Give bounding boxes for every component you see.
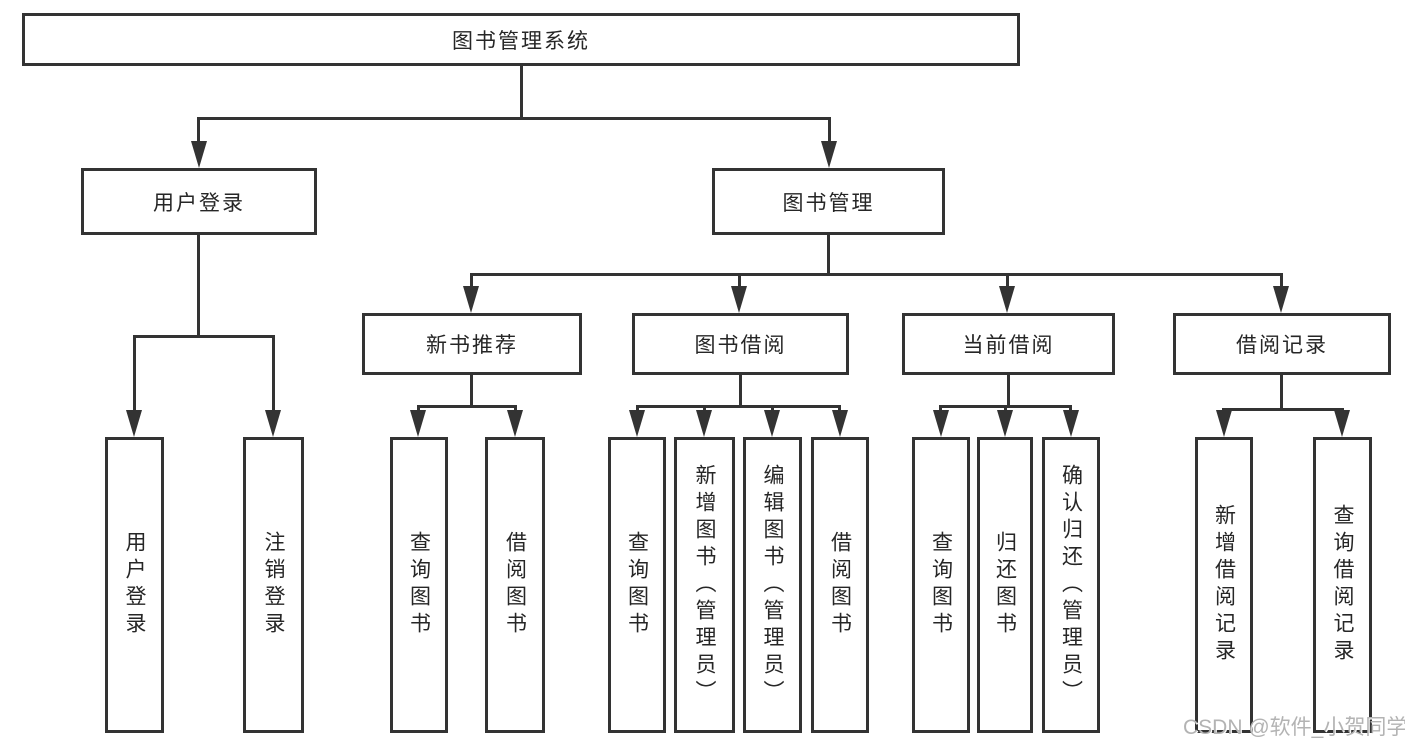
leaf-borrow-books-recommend: 借阅图书	[485, 437, 545, 733]
connector-line	[1222, 408, 1344, 411]
connector-line	[636, 405, 639, 413]
connector-line	[636, 405, 841, 408]
arrowhead-down-icon	[999, 286, 1015, 313]
connector-line	[197, 117, 831, 120]
leaf-confirm-return-admin-label: 确认归还（管理员）	[1059, 463, 1083, 707]
leaf-add-books-admin: 新增图书（管理员）	[674, 437, 735, 733]
connector-line	[738, 273, 741, 289]
arrowhead-down-icon	[265, 410, 281, 437]
connector-line	[470, 273, 473, 289]
leaf-search-borrow-record-label: 查询借阅记录	[1331, 504, 1354, 666]
leaf-return-books: 归还图书	[977, 437, 1033, 733]
leaf-user-login: 用户登录	[105, 437, 164, 733]
connector-line	[828, 117, 831, 144]
connector-line	[771, 405, 774, 413]
arrowhead-down-icon	[507, 410, 523, 437]
node-user-login: 用户登录	[81, 168, 317, 235]
leaf-logout: 注销登录	[243, 437, 304, 733]
node-borrowing-records: 借阅记录	[1173, 313, 1391, 375]
watermark: CSDN @软件_小贺同学	[1183, 716, 1405, 739]
leaf-edit-books-admin-label: 编辑图书（管理员）	[761, 463, 784, 707]
connector-line	[1280, 375, 1283, 408]
connector-line	[739, 375, 742, 405]
arrowhead-down-icon	[764, 410, 780, 437]
connector-line	[197, 235, 200, 335]
arrowhead-down-icon	[1063, 410, 1079, 437]
connector-line	[827, 235, 830, 273]
arrowhead-down-icon	[1273, 286, 1289, 313]
connector-line	[272, 335, 275, 413]
leaf-confirm-return-admin: 确认归还（管理员）	[1042, 437, 1100, 733]
node-book-management: 图书管理	[712, 168, 945, 235]
leaf-add-borrow-record-label: 新增借阅记录	[1212, 504, 1236, 666]
connector-line	[417, 405, 420, 413]
node-book-borrowing-label: 图书借阅	[694, 334, 787, 357]
connector-line	[703, 405, 706, 413]
leaf-user-login-label: 用户登录	[123, 531, 146, 639]
leaf-return-books-label: 归还图书	[993, 531, 1017, 639]
arrowhead-down-icon	[1334, 410, 1350, 437]
leaf-logout-label: 注销登录	[262, 531, 285, 639]
leaf-search-borrow-record: 查询借阅记录	[1313, 437, 1372, 733]
arrowhead-down-icon	[696, 410, 712, 437]
connector-line	[1007, 375, 1010, 405]
connector-line	[838, 405, 841, 413]
connector-line	[133, 335, 136, 413]
connector-line	[1006, 273, 1009, 289]
leaf-search-books-borrowing-label: 查询图书	[625, 531, 649, 639]
leaf-borrow-books-recommend-label: 借阅图书	[503, 531, 527, 639]
leaf-add-books-admin-label: 新增图书（管理员）	[693, 463, 716, 707]
node-new-book-recommend: 新书推荐	[362, 313, 582, 375]
connector-line	[939, 405, 942, 413]
node-current-borrowing: 当前借阅	[902, 313, 1115, 375]
node-book-borrowing: 图书借阅	[632, 313, 849, 375]
arrowhead-down-icon	[997, 410, 1013, 437]
connector-line	[514, 405, 517, 413]
leaf-search-books-recommend-label: 查询图书	[407, 531, 431, 639]
arrowhead-down-icon	[933, 410, 949, 437]
connector-line	[520, 66, 523, 119]
leaf-search-books-recommend: 查询图书	[390, 437, 448, 733]
node-borrowing-records-label: 借阅记录	[1236, 334, 1328, 357]
connector-line	[1004, 405, 1007, 413]
connector-line	[417, 405, 517, 408]
leaf-edit-books-admin: 编辑图书（管理员）	[743, 437, 802, 733]
arrowhead-down-icon	[832, 410, 848, 437]
arrowhead-down-icon	[191, 141, 207, 168]
leaf-search-books-current: 查询图书	[912, 437, 970, 733]
node-root: 图书管理系统	[22, 13, 1020, 66]
arrowhead-down-icon	[731, 286, 747, 313]
arrowhead-down-icon	[410, 410, 426, 437]
connector-line	[1280, 273, 1283, 289]
arrowhead-down-icon	[1216, 410, 1232, 437]
node-root-label: 图书管理系统	[452, 29, 590, 53]
arrowhead-down-icon	[821, 141, 837, 168]
leaf-borrow-books: 借阅图书	[811, 437, 869, 733]
connector-line	[470, 375, 473, 405]
node-user-login-label: 用户登录	[153, 191, 245, 215]
node-book-management-label: 图书管理	[782, 191, 875, 215]
arrowhead-down-icon	[126, 410, 142, 437]
arrowhead-down-icon	[629, 410, 645, 437]
connector-line	[1069, 405, 1072, 413]
leaf-search-books-borrowing: 查询图书	[608, 437, 666, 733]
connector-line	[197, 117, 200, 144]
leaf-borrow-books-label: 借阅图书	[828, 531, 852, 639]
arrowhead-down-icon	[463, 286, 479, 313]
connector-line	[470, 273, 1283, 276]
node-current-borrowing-label: 当前借阅	[962, 334, 1055, 357]
leaf-add-borrow-record: 新增借阅记录	[1195, 437, 1253, 733]
leaf-search-books-current-label: 查询图书	[929, 531, 953, 639]
connector-line	[133, 335, 275, 338]
node-new-book-recommend-label: 新书推荐	[426, 334, 518, 357]
